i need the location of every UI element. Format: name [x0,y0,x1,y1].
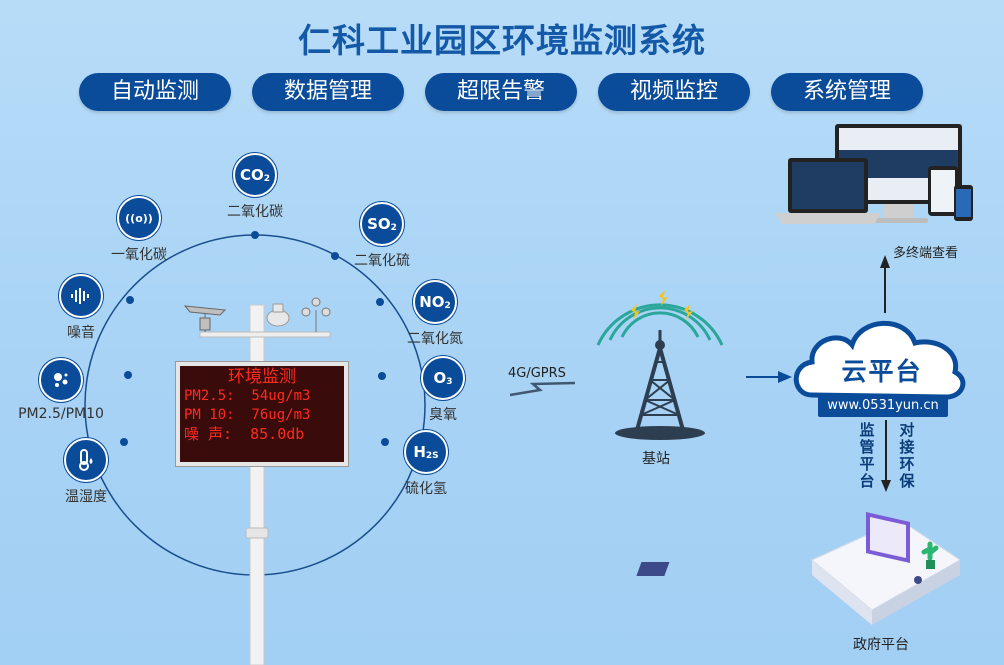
cloud-platform-url[interactable]: www.0531yun.cn [818,395,948,417]
sensor-label: 噪音 [26,322,136,342]
monitoring-pole [250,305,264,665]
sensor-label: 温湿度 [31,486,141,506]
multi-terminal-label: 多终端查看 [893,242,958,261]
base-station-tower-icon [598,290,722,440]
sensor-label: 二氧化碳 [200,201,310,221]
arrow-to-cloud [746,371,792,383]
led-display-board: 环境监测 PM2.5: 54ug/m3 PM 10: 76ug/m3 噪 声: … [176,362,348,466]
display-line-noise: 噪 声: 85.0db [184,425,340,444]
to-bureau-label: 对接环保 [899,422,915,490]
display-line-pm10: PM 10: 76ug/m3 [184,406,340,425]
sensor-noise: 噪音 [26,274,136,342]
gov-platform-label: 政府平台 [853,634,909,654]
sensor-label: 二氧化硫 [327,250,437,270]
sensor-label: 一氧化碳 [84,244,194,264]
sensor-label: PM2.5/PM10 [6,406,116,422]
sensor-label: 二氧化氮 [380,328,490,348]
base-station-label: 基站 [642,448,670,468]
sensor-co: ((o)) 一氧化碳 [84,196,194,264]
sensor-temp-humidity: 温湿度 [31,438,141,506]
arrow-up-to-terminals [880,255,890,313]
sound-wave-icon [59,274,103,318]
anemometer-icon [302,298,330,332]
government-workstation-icon [636,512,960,625]
wireless-link-icon [510,383,575,395]
display-header: 环境监测 [184,368,340,387]
display-line-pm25: PM2.5: 54ug/m3 [184,387,340,406]
thermometer-icon [64,438,108,482]
cloud-platform-name: 云平台 [818,352,946,388]
multi-device-icon [775,124,973,224]
wind-vane-icon [185,306,225,332]
co-signal-icon: ((o)) [117,196,161,240]
particles-icon [39,358,83,402]
sensor-label: 硫化氢 [371,478,481,498]
supervise-label: 监管平台 [859,422,875,490]
link-label: 4G/GPRS [508,366,566,381]
sensor-label: 臭氧 [388,404,498,424]
sensor-pm: PM2.5/PM10 [6,358,116,422]
crossbar [200,332,330,337]
arrow-down-to-gov [881,420,891,492]
camera-icon [267,304,289,326]
